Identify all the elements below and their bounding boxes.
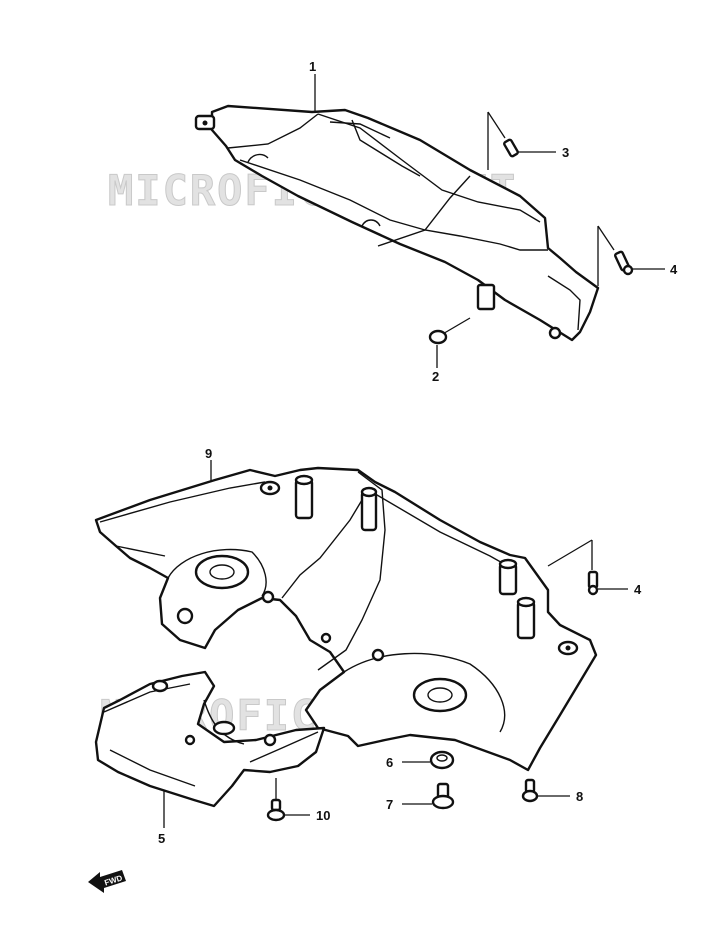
callout-9: 9 <box>205 446 212 461</box>
callout-4-lower: 4 <box>634 582 642 597</box>
screw-part-10: 10 <box>266 778 330 823</box>
callout-6: 7 <box>386 797 393 812</box>
callout-4-upper: 4 <box>670 262 678 277</box>
callout-2: 2 <box>432 369 439 384</box>
forward-arrow-icon: FWD <box>88 870 126 893</box>
lower-cover-part-9 <box>94 466 598 772</box>
screw-part-3: 3 <box>487 111 569 170</box>
callout-3: 3 <box>562 145 569 160</box>
side-panel-part-5 <box>94 670 326 808</box>
bolt-part-6: 7 <box>386 782 455 812</box>
callout-10: 10 <box>316 808 330 823</box>
screw-part-8: 8 <box>521 778 583 804</box>
callout-8: 8 <box>576 789 583 804</box>
nut-part-7: 6 <box>386 750 455 770</box>
screw-part-4-upper: 4 <box>597 225 678 286</box>
callout-1: 1 <box>309 59 316 74</box>
screw-part-4-lower: 4 <box>547 539 642 597</box>
callout-5: 5 <box>158 831 165 846</box>
upper-cover-part-1 <box>194 104 600 342</box>
callout-7: 6 <box>386 755 393 770</box>
screw-part-2: 2 <box>428 317 471 384</box>
